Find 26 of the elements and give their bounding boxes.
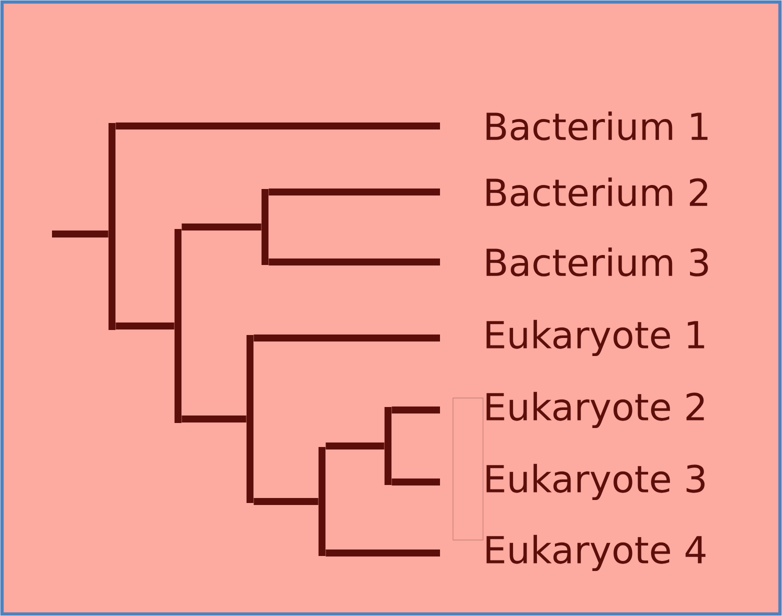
tree-branch <box>254 334 440 342</box>
tree-branch <box>116 122 440 130</box>
tree-branch <box>268 188 440 196</box>
leaf-label: Eukaryote 2 <box>486 392 704 428</box>
leaf-label: Bacterium 2 <box>486 178 708 206</box>
leaf-label: Bacterium 3 <box>486 248 708 276</box>
leaf-label: Eukaryote 1 <box>486 320 704 356</box>
branch-bar <box>318 446 326 556</box>
tree-branch <box>392 478 440 486</box>
tree-branch <box>116 322 174 330</box>
branch-bar <box>384 407 392 485</box>
tree-branch <box>392 406 440 414</box>
leaf-label: Bacterium 1 <box>486 112 708 140</box>
branch-bar <box>108 123 116 330</box>
tree-branch <box>326 442 384 450</box>
branch-bar <box>246 335 254 503</box>
tree-branch <box>254 498 318 505</box>
tree-branch <box>182 224 262 230</box>
branch-bar <box>262 189 268 265</box>
tree-branch <box>268 258 440 266</box>
tree-branch <box>182 416 246 422</box>
leaf-label: Eukaryote 3 <box>486 464 705 500</box>
tree-branch <box>52 230 108 238</box>
branch-bar <box>174 229 182 423</box>
leaf-label: Eukaryote 4 <box>486 534 706 572</box>
tree-branch <box>326 550 440 556</box>
